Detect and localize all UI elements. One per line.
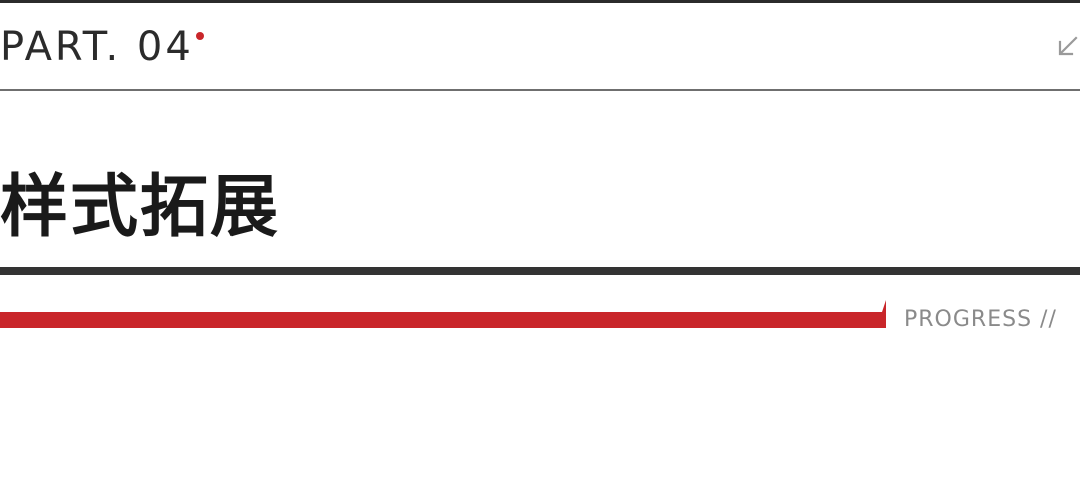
progress-bar-fill [0,300,886,328]
top-divider [0,0,1080,3]
part-number-label: PART. 04 [0,24,194,70]
progress-bar [0,300,886,328]
header-divider [0,89,1080,91]
arrow-down-left-icon [1058,36,1078,56]
red-accent-dot [196,32,204,40]
section-title: 样式拓展 [0,168,281,247]
title-underline [0,267,1080,275]
progress-label: PROGRESS // [904,307,1057,332]
